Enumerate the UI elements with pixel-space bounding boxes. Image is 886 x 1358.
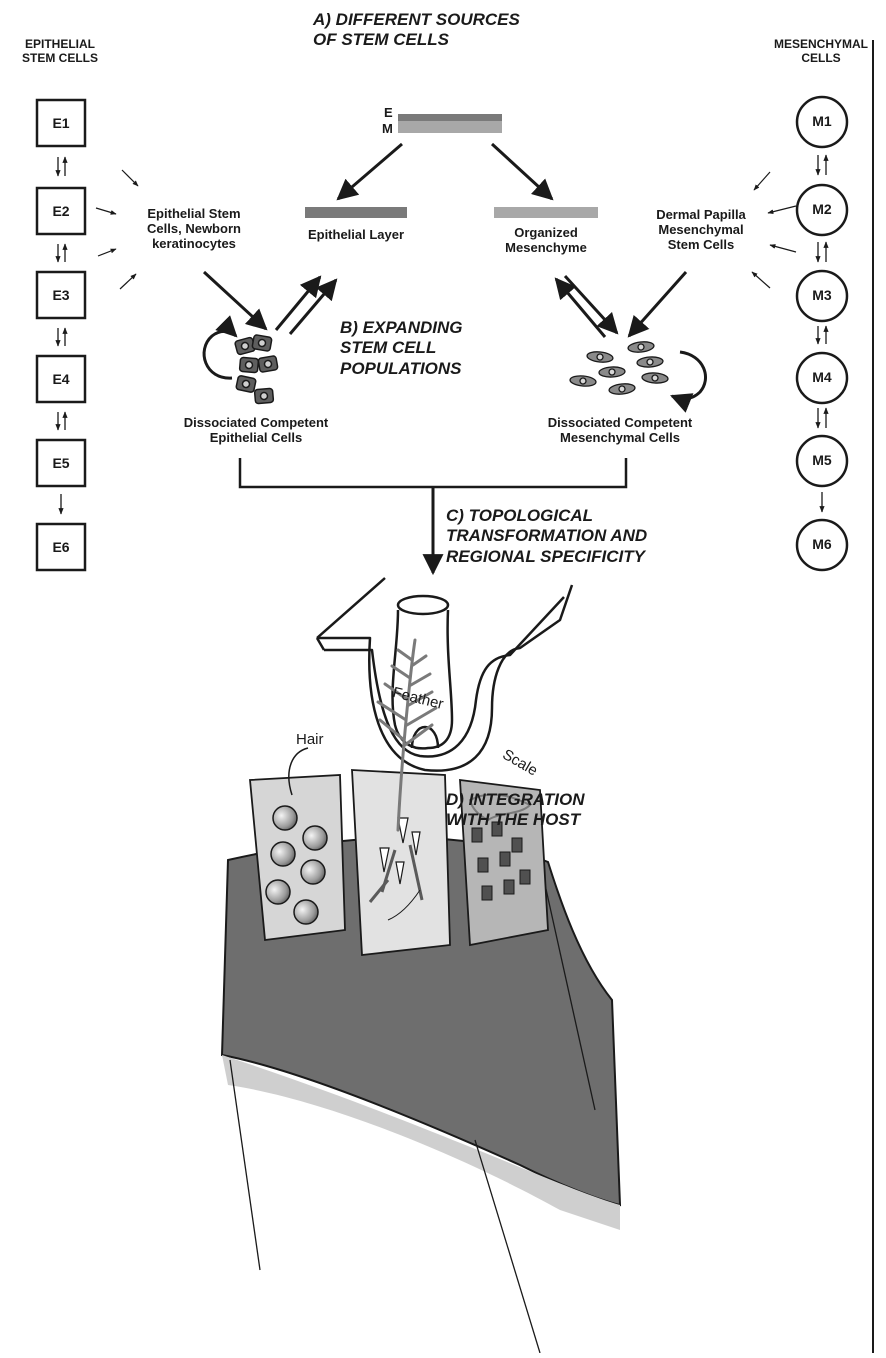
epithelial-transition-arrows bbox=[55, 156, 68, 515]
dissociated-mesenchymal-label: Dissociated Competent Mesenchymal Cells bbox=[547, 415, 693, 445]
mesenchymal-transition-arrows bbox=[815, 154, 829, 513]
mesenchymal-self-renewal-arrow bbox=[670, 350, 707, 413]
stage-label-m5: M5 bbox=[812, 452, 832, 468]
organized-mesenchyme-bar bbox=[494, 207, 598, 218]
section-d-title: D) INTEGRATION WITH THE HOST bbox=[446, 790, 585, 830]
epithelial-header: EPITHELIAL STEM CELLS bbox=[21, 37, 98, 65]
stage-box-e6 bbox=[35, 522, 87, 572]
stage-label-e2: E2 bbox=[52, 203, 70, 219]
follicle-drawing bbox=[315, 577, 574, 772]
stage-circle-m2 bbox=[795, 183, 849, 237]
skin-shadow bbox=[222, 1055, 620, 1230]
feather-shaft bbox=[376, 638, 438, 832]
stage-label-m6: M6 bbox=[812, 536, 832, 552]
epithelial-cell-cluster bbox=[234, 334, 279, 405]
stage-label-m1: M1 bbox=[812, 113, 832, 129]
em-bar bbox=[398, 114, 502, 133]
stage-box-e2 bbox=[35, 186, 87, 236]
combine-bracket bbox=[238, 458, 628, 489]
stage-label-m4: M4 bbox=[812, 369, 832, 385]
epithelial-self-renewal-arrow bbox=[202, 315, 238, 380]
epithelial-strip bbox=[398, 114, 502, 121]
mesenchymal-stage-column bbox=[795, 95, 849, 572]
stage-circle-m4 bbox=[795, 351, 849, 405]
stage-box-e1 bbox=[35, 98, 87, 148]
epithelial-stage-column bbox=[35, 98, 87, 572]
dissociated-epithelial-label: Dissociated Competent Epithelial Cells bbox=[183, 415, 329, 445]
stage-label-e6: E6 bbox=[52, 539, 70, 555]
mesenchymal-header: MESENCHYMAL CELLS bbox=[773, 37, 868, 65]
stage-label-m3: M3 bbox=[812, 287, 832, 303]
stage-label-m2: M2 bbox=[812, 201, 832, 217]
section-a-title: A) DIFFERENT SOURCES OF STEM CELLS bbox=[313, 10, 520, 50]
em-label-m: M bbox=[382, 121, 393, 136]
host-skin bbox=[220, 638, 622, 1354]
hair-label: Hair bbox=[296, 731, 324, 748]
source-input-arrows bbox=[95, 169, 797, 290]
mesenchymal-cell-cluster bbox=[569, 341, 669, 395]
stage-circle-m5 bbox=[795, 434, 849, 488]
epithelial-layer-label: Epithelial Layer bbox=[307, 227, 405, 242]
stage-circle-m3 bbox=[795, 269, 849, 323]
stage-circle-m1 bbox=[795, 95, 849, 149]
dermal-papilla-label: Dermal Papilla Mesenchymal Stem Cells bbox=[656, 207, 746, 252]
stage-box-e5 bbox=[35, 438, 87, 488]
stage-circle-m6 bbox=[795, 518, 849, 572]
stage-label-e1: E1 bbox=[52, 115, 70, 131]
stage-box-e3 bbox=[35, 270, 87, 320]
em-label-e: E bbox=[384, 105, 393, 120]
epithelial-layer-bar bbox=[305, 207, 407, 218]
stage-label-e5: E5 bbox=[52, 455, 70, 471]
epithelial-sources-label: Epithelial Stem Cells, Newborn keratinoc… bbox=[147, 206, 241, 251]
organized-mesenchyme-label: Organized Mesenchyme bbox=[505, 225, 587, 255]
stage-label-e4: E4 bbox=[52, 371, 70, 387]
section-b-title: B) EXPANDING STEM CELL POPULATIONS bbox=[340, 318, 463, 378]
section-c-title: C) TOPOLOGICAL TRANSFORMATION AND REGION… bbox=[446, 506, 648, 566]
mesenchymal-strip bbox=[398, 121, 502, 133]
stage-box-e4 bbox=[35, 354, 87, 404]
stage-label-e3: E3 bbox=[52, 287, 70, 303]
